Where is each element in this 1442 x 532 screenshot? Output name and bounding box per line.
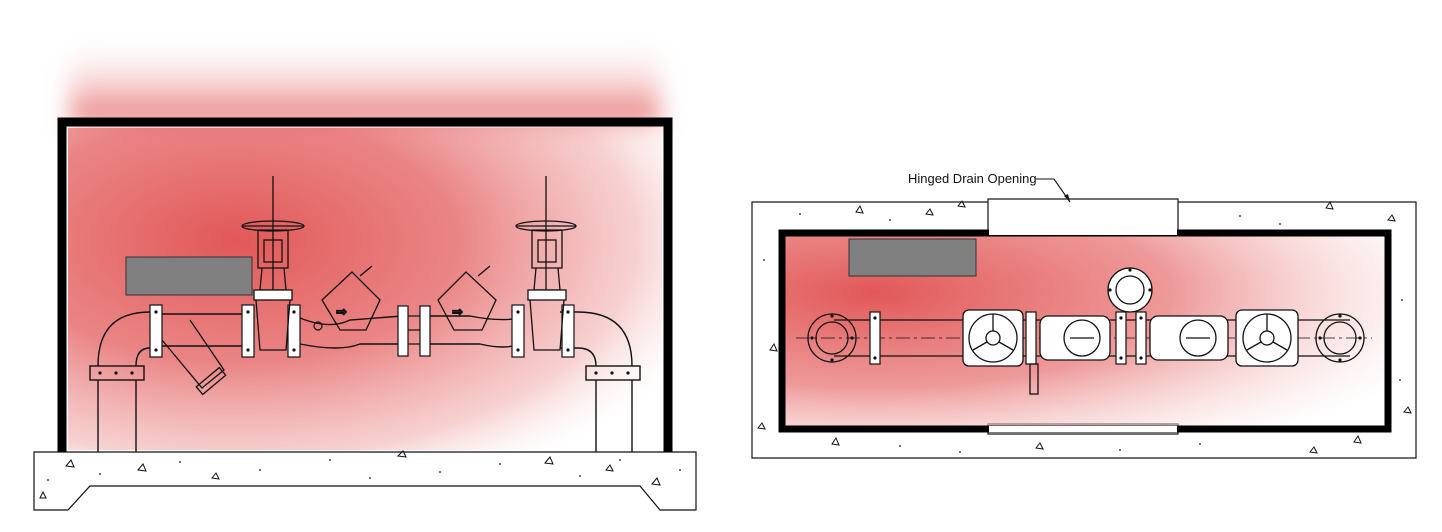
svg-text:⇒: ⇒ bbox=[452, 304, 463, 319]
plan-concrete-speckles bbox=[763, 213, 1403, 453]
y-strainer bbox=[161, 319, 227, 396]
placeholder-block-left bbox=[125, 256, 253, 296]
gate-valve-right bbox=[515, 176, 577, 351]
elbow-right bbox=[577, 311, 633, 367]
check-valve-2: ⇒ bbox=[437, 265, 497, 331]
flange-bolts-elevation bbox=[98, 310, 630, 375]
check-valve-body-1 bbox=[1039, 315, 1111, 361]
plan-concrete-aggregate-marks bbox=[757, 200, 1412, 454]
pipe-flanges-elevation bbox=[149, 304, 575, 358]
end-flange-left bbox=[807, 313, 857, 363]
handwheel-right bbox=[1235, 309, 1299, 367]
riser-pipe-left bbox=[89, 365, 145, 452]
elbow-left bbox=[97, 311, 151, 367]
center-spool bbox=[397, 305, 431, 357]
drain-gap-top bbox=[989, 229, 1177, 235]
callout-arrowhead bbox=[1064, 194, 1070, 202]
drain-outlet bbox=[1029, 363, 1039, 395]
placeholder-block-right bbox=[848, 238, 977, 277]
riser-pipe-right bbox=[585, 365, 641, 452]
hinged-drain-opening-top bbox=[987, 198, 1179, 234]
svg-text:⇒: ⇒ bbox=[336, 304, 347, 319]
enclosure-walls bbox=[57, 117, 673, 452]
concrete-speckles bbox=[47, 459, 681, 481]
check-valve-body-2 bbox=[1149, 315, 1229, 361]
check-valve-1: ⇒ bbox=[321, 265, 381, 331]
concrete-aggregate-marks bbox=[39, 450, 661, 499]
relief-valve-port bbox=[1107, 267, 1153, 313]
end-flange-right bbox=[1315, 313, 1365, 363]
concrete-pad bbox=[33, 451, 697, 511]
heat-haze-top bbox=[70, 35, 660, 125]
handwheel-left bbox=[962, 309, 1024, 367]
callout-label: Hinged Drain Opening bbox=[908, 171, 1037, 186]
drain-opening-callout: Hinged Drain Opening bbox=[908, 171, 1071, 203]
plan-view: Hinged Drain Opening bbox=[751, 171, 1417, 459]
gate-valve-left bbox=[241, 176, 305, 351]
elevation-view: ⇒ ⇒ bbox=[33, 35, 697, 511]
test-cock-left bbox=[313, 321, 323, 331]
drain-gap-bottom bbox=[989, 426, 1177, 432]
flange-bolts-plan bbox=[810, 268, 1362, 362]
callout-leader bbox=[1036, 178, 1071, 203]
